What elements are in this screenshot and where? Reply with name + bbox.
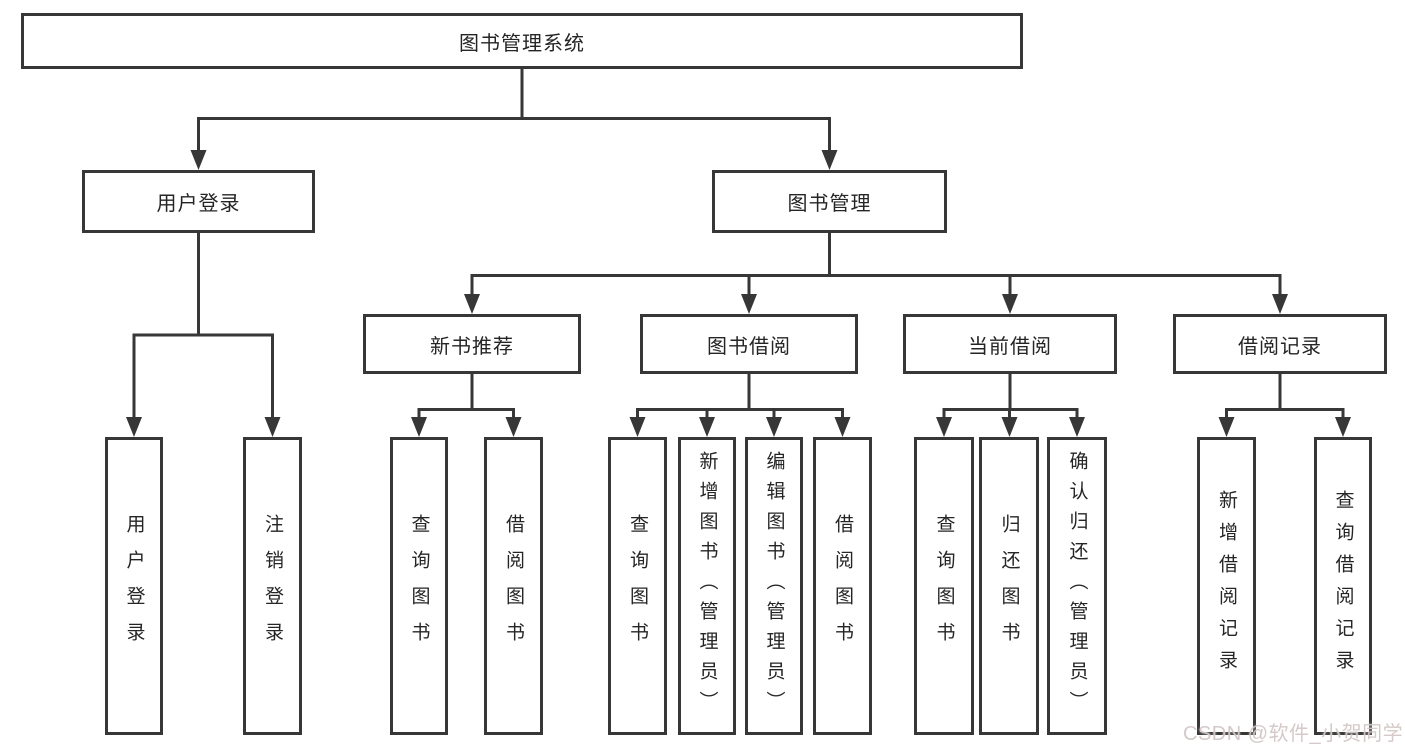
node-borrow-records-label: 借阅记录 [1238, 335, 1322, 358]
node-root-label: 图书管理系统 [459, 32, 585, 55]
node-leaf-rec-query-books: 查询图书 [390, 437, 448, 735]
node-leaf-bor-borrow-books-label: 借阅图书 [832, 514, 853, 658]
node-leaf-hist-query-record: 查询借阅记录 [1314, 437, 1372, 735]
node-root: 图书管理系统 [21, 13, 1023, 69]
node-leaf-rec-query-books-label: 查询图书 [408, 514, 430, 658]
node-leaf-bor-borrow-books: 借阅图书 [813, 437, 872, 735]
node-borrow-records: 借阅记录 [1173, 314, 1387, 374]
node-leaf-cur-return-books-label: 归还图书 [998, 514, 1020, 658]
node-book-management: 图书管理 [712, 170, 947, 233]
node-leaf-bor-query-books-label: 查询图书 [627, 514, 648, 658]
node-leaf-bor-edit-books-admin: 编辑图书（管理员） [745, 437, 803, 735]
node-leaf-hist-add-record-label: 新增借阅记录 [1216, 490, 1237, 682]
node-leaf-cur-query-books-label: 查询图书 [933, 514, 955, 658]
node-leaf-user-login-label: 用户登录 [123, 514, 145, 658]
node-leaf-user-login: 用户登录 [105, 437, 163, 735]
node-leaf-bor-add-books-admin: 新增图书（管理员） [678, 437, 736, 735]
node-leaf-cur-query-books: 查询图书 [914, 437, 974, 735]
node-leaf-cur-confirm-return-admin: 确认归还（管理员） [1047, 437, 1107, 735]
node-leaf-rec-borrow-books: 借阅图书 [484, 437, 543, 735]
node-leaf-bor-add-books-admin-label: 新增图书（管理员） [696, 451, 718, 721]
node-book-borrowing-label: 图书借阅 [707, 335, 791, 358]
node-user-login: 用户登录 [82, 170, 315, 233]
node-current-borrowing: 当前借阅 [903, 314, 1117, 374]
node-leaf-cur-confirm-return-admin-label: 确认归还（管理员） [1066, 451, 1088, 721]
node-new-book-recommend-label: 新书推荐 [430, 335, 514, 358]
node-leaf-hist-add-record: 新增借阅记录 [1197, 437, 1256, 735]
node-new-book-recommend: 新书推荐 [363, 314, 581, 374]
node-leaf-bor-edit-books-admin-label: 编辑图书（管理员） [763, 451, 785, 721]
node-leaf-logout-label: 注销登录 [262, 514, 283, 658]
node-user-login-label: 用户登录 [156, 193, 241, 215]
node-leaf-cur-return-books: 归还图书 [979, 437, 1039, 735]
node-leaf-hist-query-record-label: 查询借阅记录 [1332, 490, 1354, 682]
node-book-borrowing: 图书借阅 [640, 314, 858, 374]
node-current-borrowing-label: 当前借阅 [968, 335, 1052, 358]
node-leaf-logout: 注销登录 [243, 437, 302, 735]
node-leaf-rec-borrow-books-label: 借阅图书 [503, 514, 524, 658]
node-leaf-bor-query-books: 查询图书 [608, 437, 667, 735]
csdn-watermark: CSDN @软件_小贺同学 [1183, 723, 1404, 745]
node-book-management-label: 图书管理 [787, 193, 872, 215]
